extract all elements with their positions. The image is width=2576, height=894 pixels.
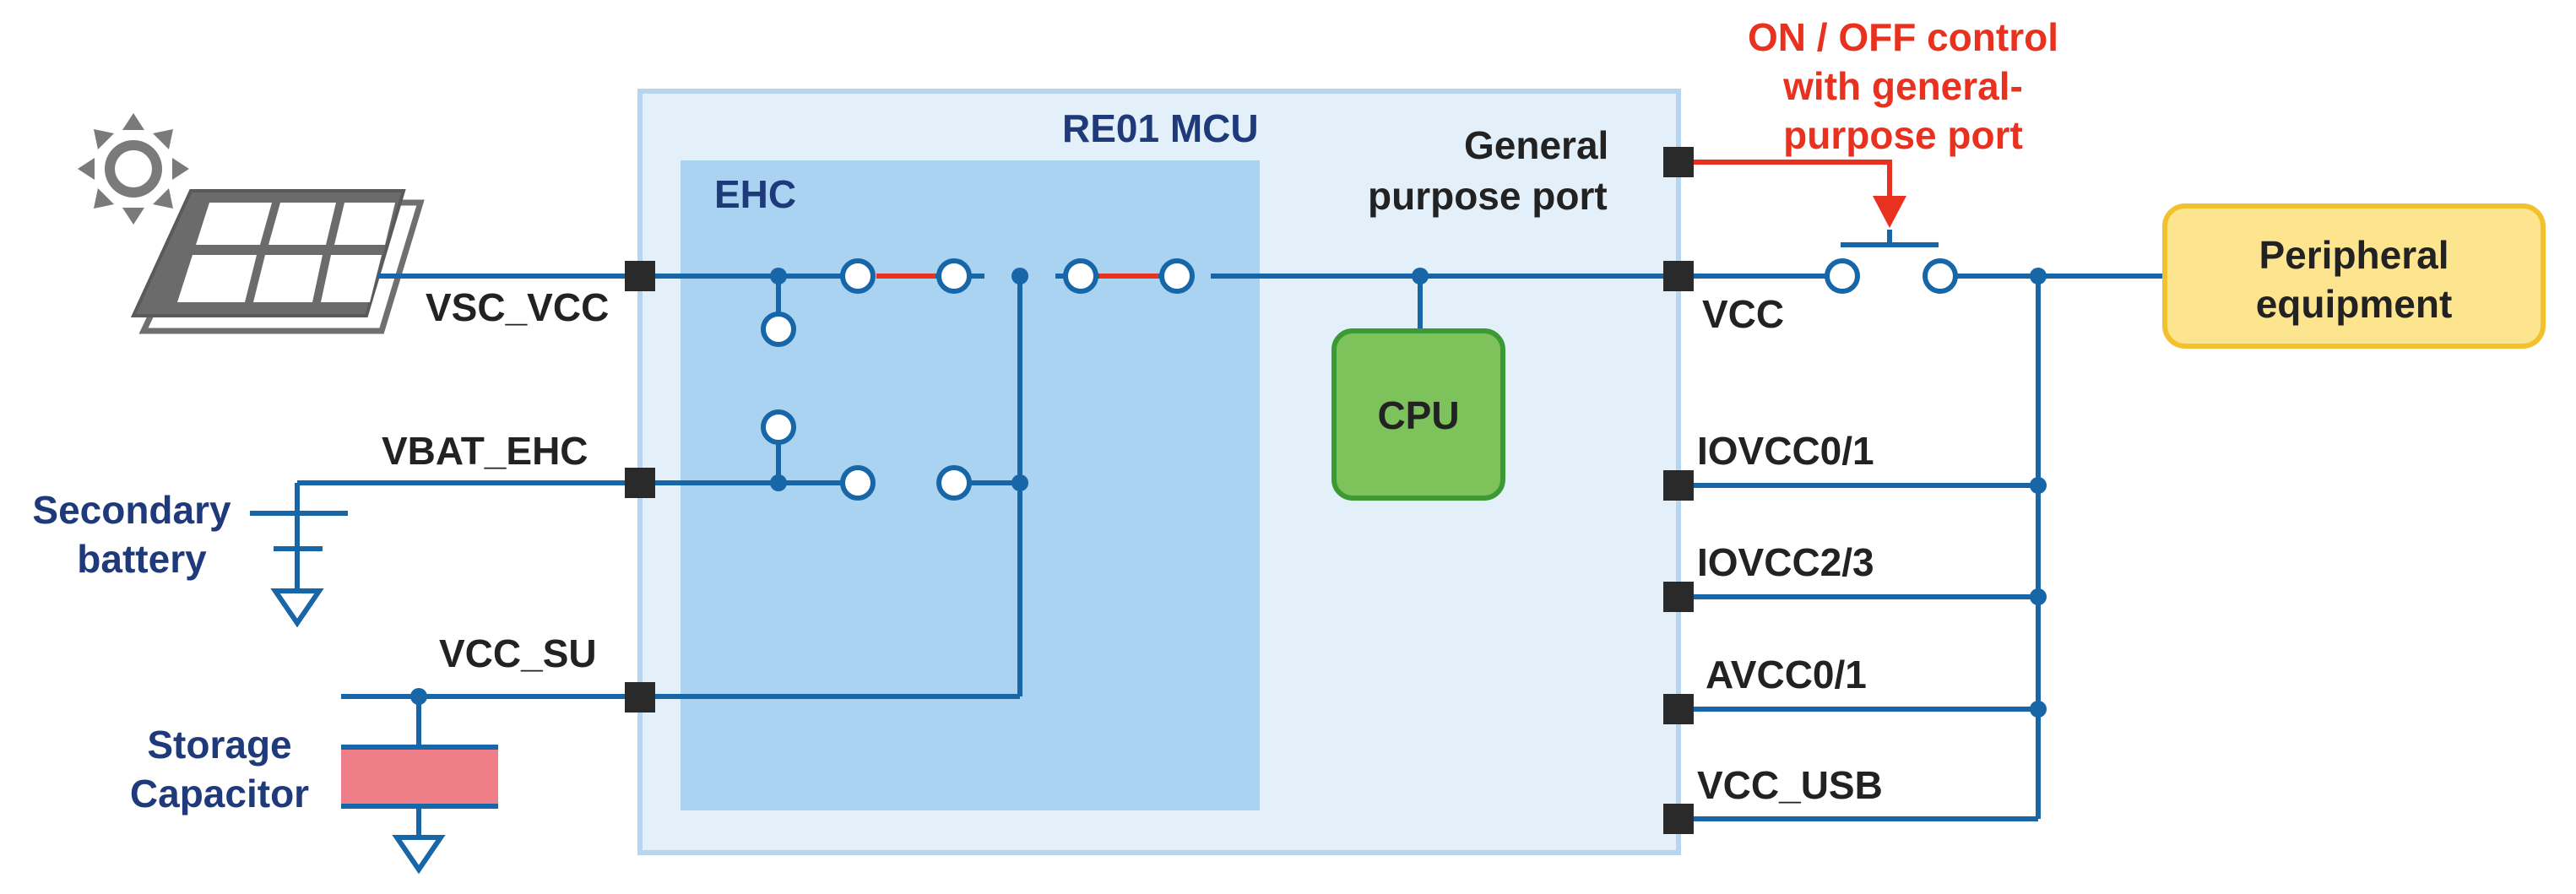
label-general-port-1: General — [1464, 123, 1608, 167]
secondary-battery-label-1: Secondary — [32, 488, 231, 532]
cpu-block — [1331, 328, 1505, 501]
pin-iovcc01 — [1663, 470, 1694, 501]
control-label-3: purpose port — [1783, 113, 2023, 157]
pin-avcc01 — [1663, 694, 1694, 724]
pin-iovcc23 — [1663, 582, 1694, 612]
control-label-1: ON / OFF control — [1748, 15, 2058, 59]
label-vbat-ehc: VBAT_EHC — [382, 429, 588, 473]
output-switch — [1825, 258, 1958, 294]
ehc-switch-contacts — [761, 258, 1195, 501]
label-iovcc23: IOVCC2/3 — [1697, 540, 1874, 584]
label-vcc: VCC — [1702, 292, 1784, 336]
solar-panel-icon — [130, 189, 425, 334]
ground-symbol — [270, 588, 324, 628]
battery-symbol — [250, 511, 348, 551]
pin-vbat-ehc — [625, 468, 655, 498]
peripheral-block — [2162, 203, 2546, 349]
storage-capacitor-label-1: Storage — [147, 723, 291, 767]
label-general-port-2: purpose port — [1368, 174, 1608, 218]
junction-nodes — [410, 268, 2047, 718]
control-arrow — [1694, 160, 1906, 228]
label-vcc-su: VCC_SU — [439, 631, 597, 675]
peripheral-label-1: Peripheral — [2259, 233, 2449, 277]
pin-vsc-vcc — [625, 261, 655, 291]
pin-vcc-su — [625, 682, 655, 712]
mcu-pins — [625, 147, 1694, 834]
control-label-2: with general- — [1782, 64, 2023, 108]
ground-symbol-2 — [392, 835, 446, 875]
storage-capacitor-label-2: Capacitor — [130, 772, 309, 815]
peripheral-label-2: equipment — [2256, 282, 2453, 326]
mcu-label: RE01 MCU — [1062, 106, 1259, 150]
label-vsc-vcc: VSC_VCC — [426, 285, 609, 329]
capacitor-symbol — [341, 694, 498, 809]
label-avcc01: AVCC0/1 — [1706, 653, 1867, 696]
pin-vcc-usb — [1663, 804, 1694, 834]
secondary-battery-label-2: battery — [77, 537, 207, 581]
pin-general-port — [1663, 147, 1694, 177]
sun-icon — [78, 113, 189, 225]
label-vcc-usb: VCC_USB — [1697, 763, 1883, 807]
ehc-label: EHC — [714, 172, 796, 216]
pin-vcc — [1663, 261, 1694, 291]
label-iovcc01: IOVCC0/1 — [1697, 429, 1874, 473]
cpu-label: CPU — [1377, 393, 1459, 437]
